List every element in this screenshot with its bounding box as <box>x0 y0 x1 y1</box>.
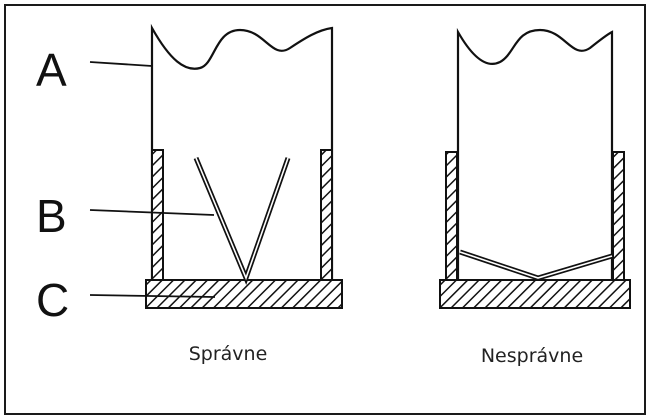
part-a-container-left <box>150 23 334 290</box>
leader-line-a <box>89 61 153 67</box>
left-wall-left <box>151 149 164 281</box>
part-a-container-right <box>456 27 614 280</box>
part-b-spring-incorrect <box>459 249 613 281</box>
correct-assembly <box>145 23 343 309</box>
incorrect-assembly <box>439 27 631 309</box>
right-wall-left <box>320 149 333 281</box>
label-c: C <box>36 274 69 326</box>
right-wall-right <box>612 151 625 281</box>
label-b: B <box>36 190 67 242</box>
leader-line-b <box>89 209 215 216</box>
left-wall-right <box>445 151 458 281</box>
part-c-base-left <box>145 279 343 309</box>
label-a: A <box>36 44 67 96</box>
part-b-spring-correct <box>193 157 291 285</box>
caption-incorrect: Nesprávne <box>481 345 583 367</box>
part-c-base-right <box>439 279 631 309</box>
caption-correct: Správne <box>189 343 268 365</box>
leader-line-c <box>89 294 216 298</box>
